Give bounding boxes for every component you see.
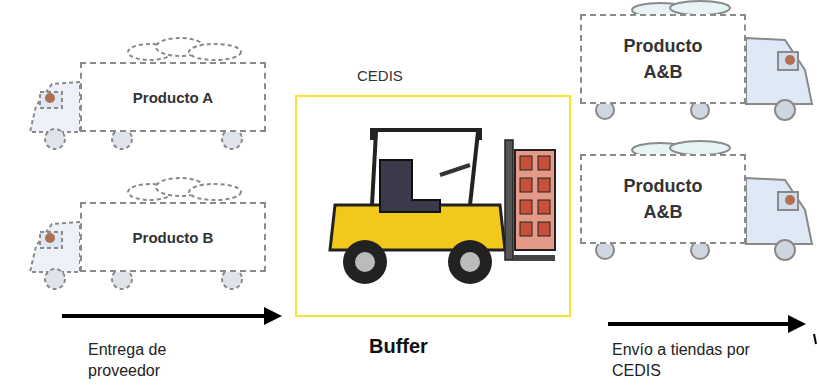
flow-arrow [62, 307, 282, 325]
truck-cargo: Producto B [80, 202, 266, 272]
driver [785, 55, 795, 65]
driver [785, 195, 795, 205]
flow-label: Envío a tiendas por CEDIS [612, 340, 752, 382]
buffer-box: CEDISBuffer [295, 95, 571, 317]
product-label: Producto A&B [614, 173, 712, 225]
truck-left [30, 38, 242, 149]
flow-arrow [608, 315, 816, 344]
caption: Buffer [369, 335, 428, 358]
product-label: Producto B [133, 229, 214, 246]
truck-cargo: Producto A&B [580, 14, 746, 104]
truck-cargo: Producto A&B [580, 154, 746, 244]
truck-left [30, 178, 242, 289]
flow-label: Entrega de proveedor [88, 340, 218, 382]
product-label: Producto A [133, 89, 213, 106]
truck-cargo: Producto A [80, 62, 266, 132]
product-label: Producto A&B [614, 33, 712, 85]
forklift [330, 130, 555, 284]
driver [45, 93, 55, 103]
heading: CEDIS [357, 67, 403, 84]
driver [45, 233, 55, 243]
